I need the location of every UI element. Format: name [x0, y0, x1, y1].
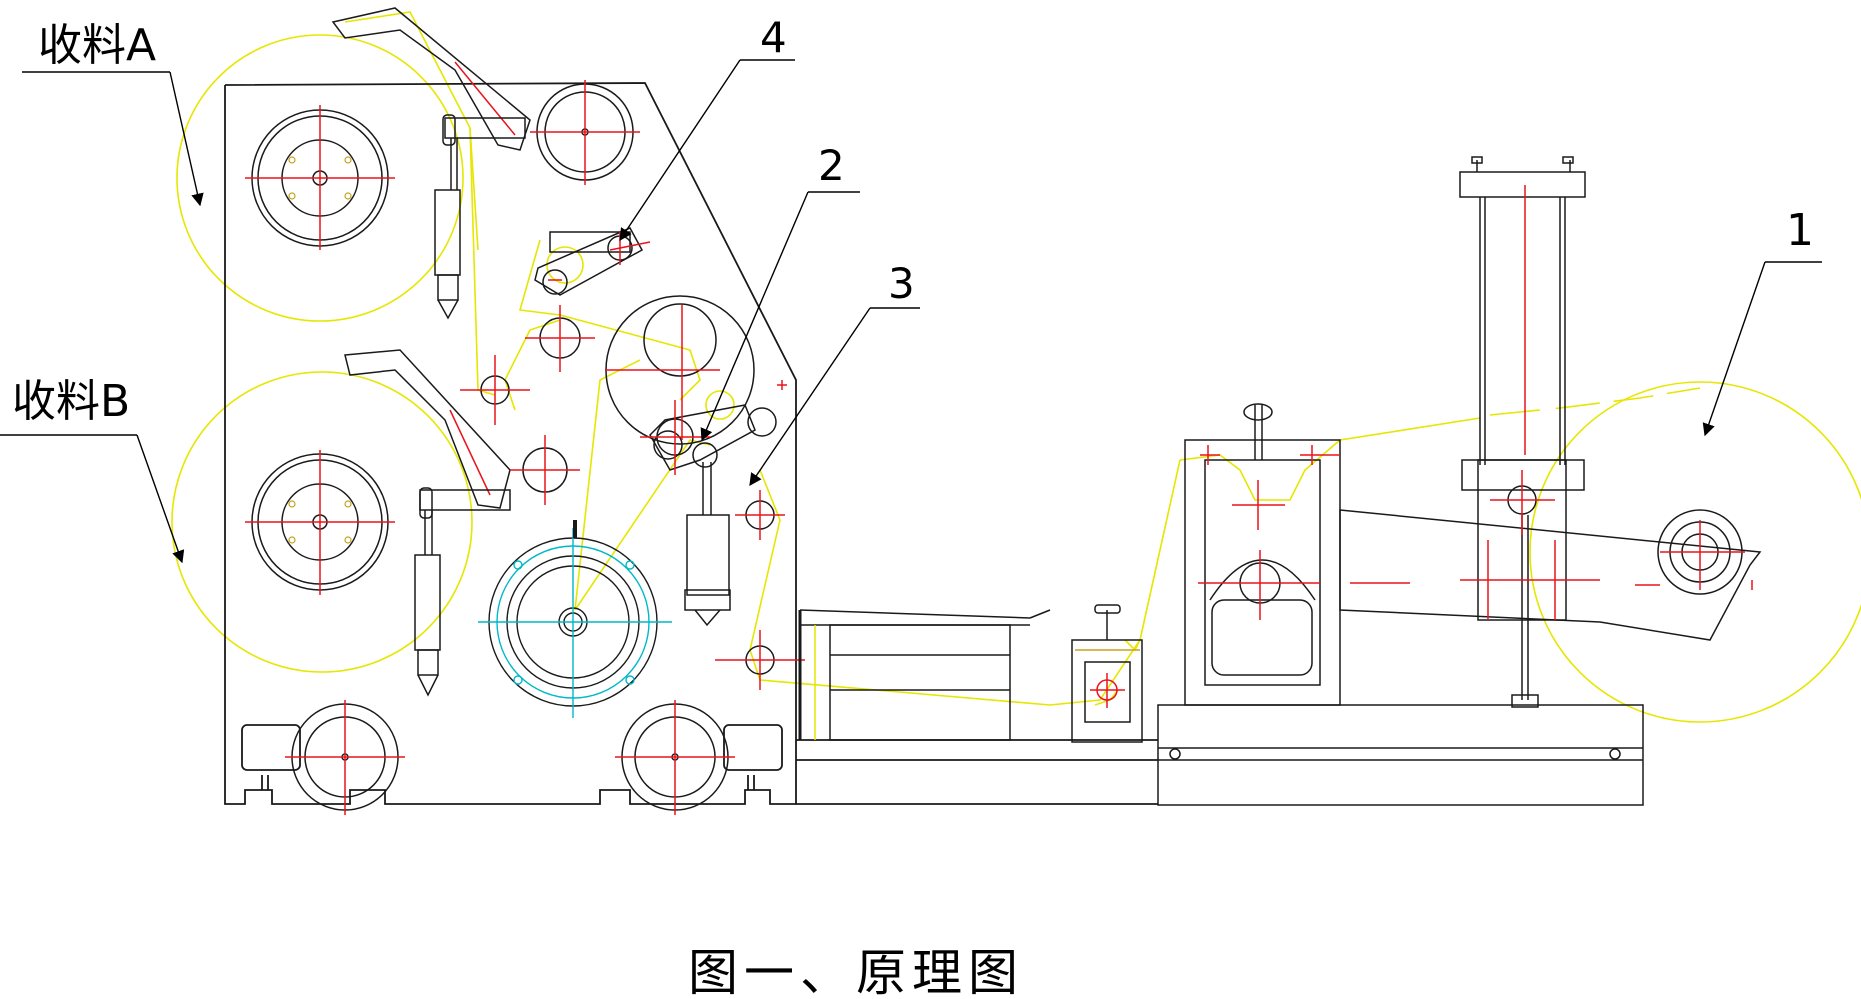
unwind-roll-outline [1529, 381, 1861, 723]
callout-label-3: 3 [888, 259, 915, 308]
label-take-up-b: 收料B [12, 376, 130, 427]
callout-leaders [0, 59, 1822, 564]
take-up-roll-b-outline [171, 371, 473, 673]
drive-wheel [478, 520, 672, 718]
callout-label-2: 2 [818, 141, 845, 190]
rollers [251, 83, 777, 811]
label-take-up-a: 收料A [38, 20, 156, 71]
callout-label-4: 4 [760, 13, 787, 62]
take-up-roll-a-outline [176, 34, 464, 322]
web-path [171, 11, 1861, 723]
center-lines [245, 80, 805, 815]
figure-caption: 图一、原理图 [688, 944, 1024, 999]
tension-unit [1071, 604, 1143, 743]
callout-label-1: 1 [1786, 205, 1814, 256]
frame-outline [224, 82, 797, 805]
arms-and-cylinders [331, 7, 756, 697]
right-station [1157, 156, 1762, 806]
right-center-lines [1198, 185, 1753, 620]
middle-tank [798, 609, 1051, 741]
bolt-details [288, 156, 352, 544]
